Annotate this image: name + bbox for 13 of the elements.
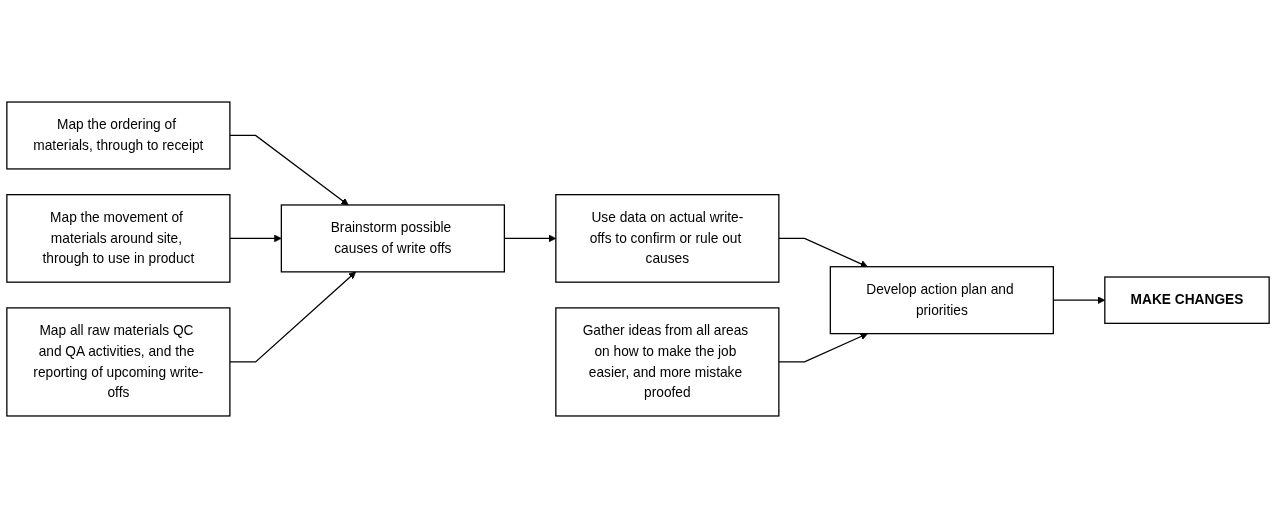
arrow: [229, 134, 349, 206]
node-box: Map all raw materials QC and QA activities, and the reporting of upcoming write-offs: [6, 307, 231, 417]
node-box: Develop action plan and priorities: [829, 266, 1054, 335]
node-box: Map the movement of materials around site, through to use in product: [6, 194, 231, 283]
node-box: Brainstorm possible causes of write offs: [280, 204, 505, 273]
arrow: [778, 332, 868, 363]
arrow: [229, 271, 357, 363]
arrow: [229, 234, 282, 243]
arrow: [778, 237, 868, 268]
node-box: MAKE CHANGES: [1104, 276, 1270, 324]
node-box: Use data on actual write-offs to confirm or rule out causes: [555, 194, 780, 283]
node-box: Gather ideas from all areas on how to make the job easier, and more mistake proofed: [555, 307, 780, 417]
node-box: Map the ordering of materials, through to receipt: [6, 101, 231, 170]
